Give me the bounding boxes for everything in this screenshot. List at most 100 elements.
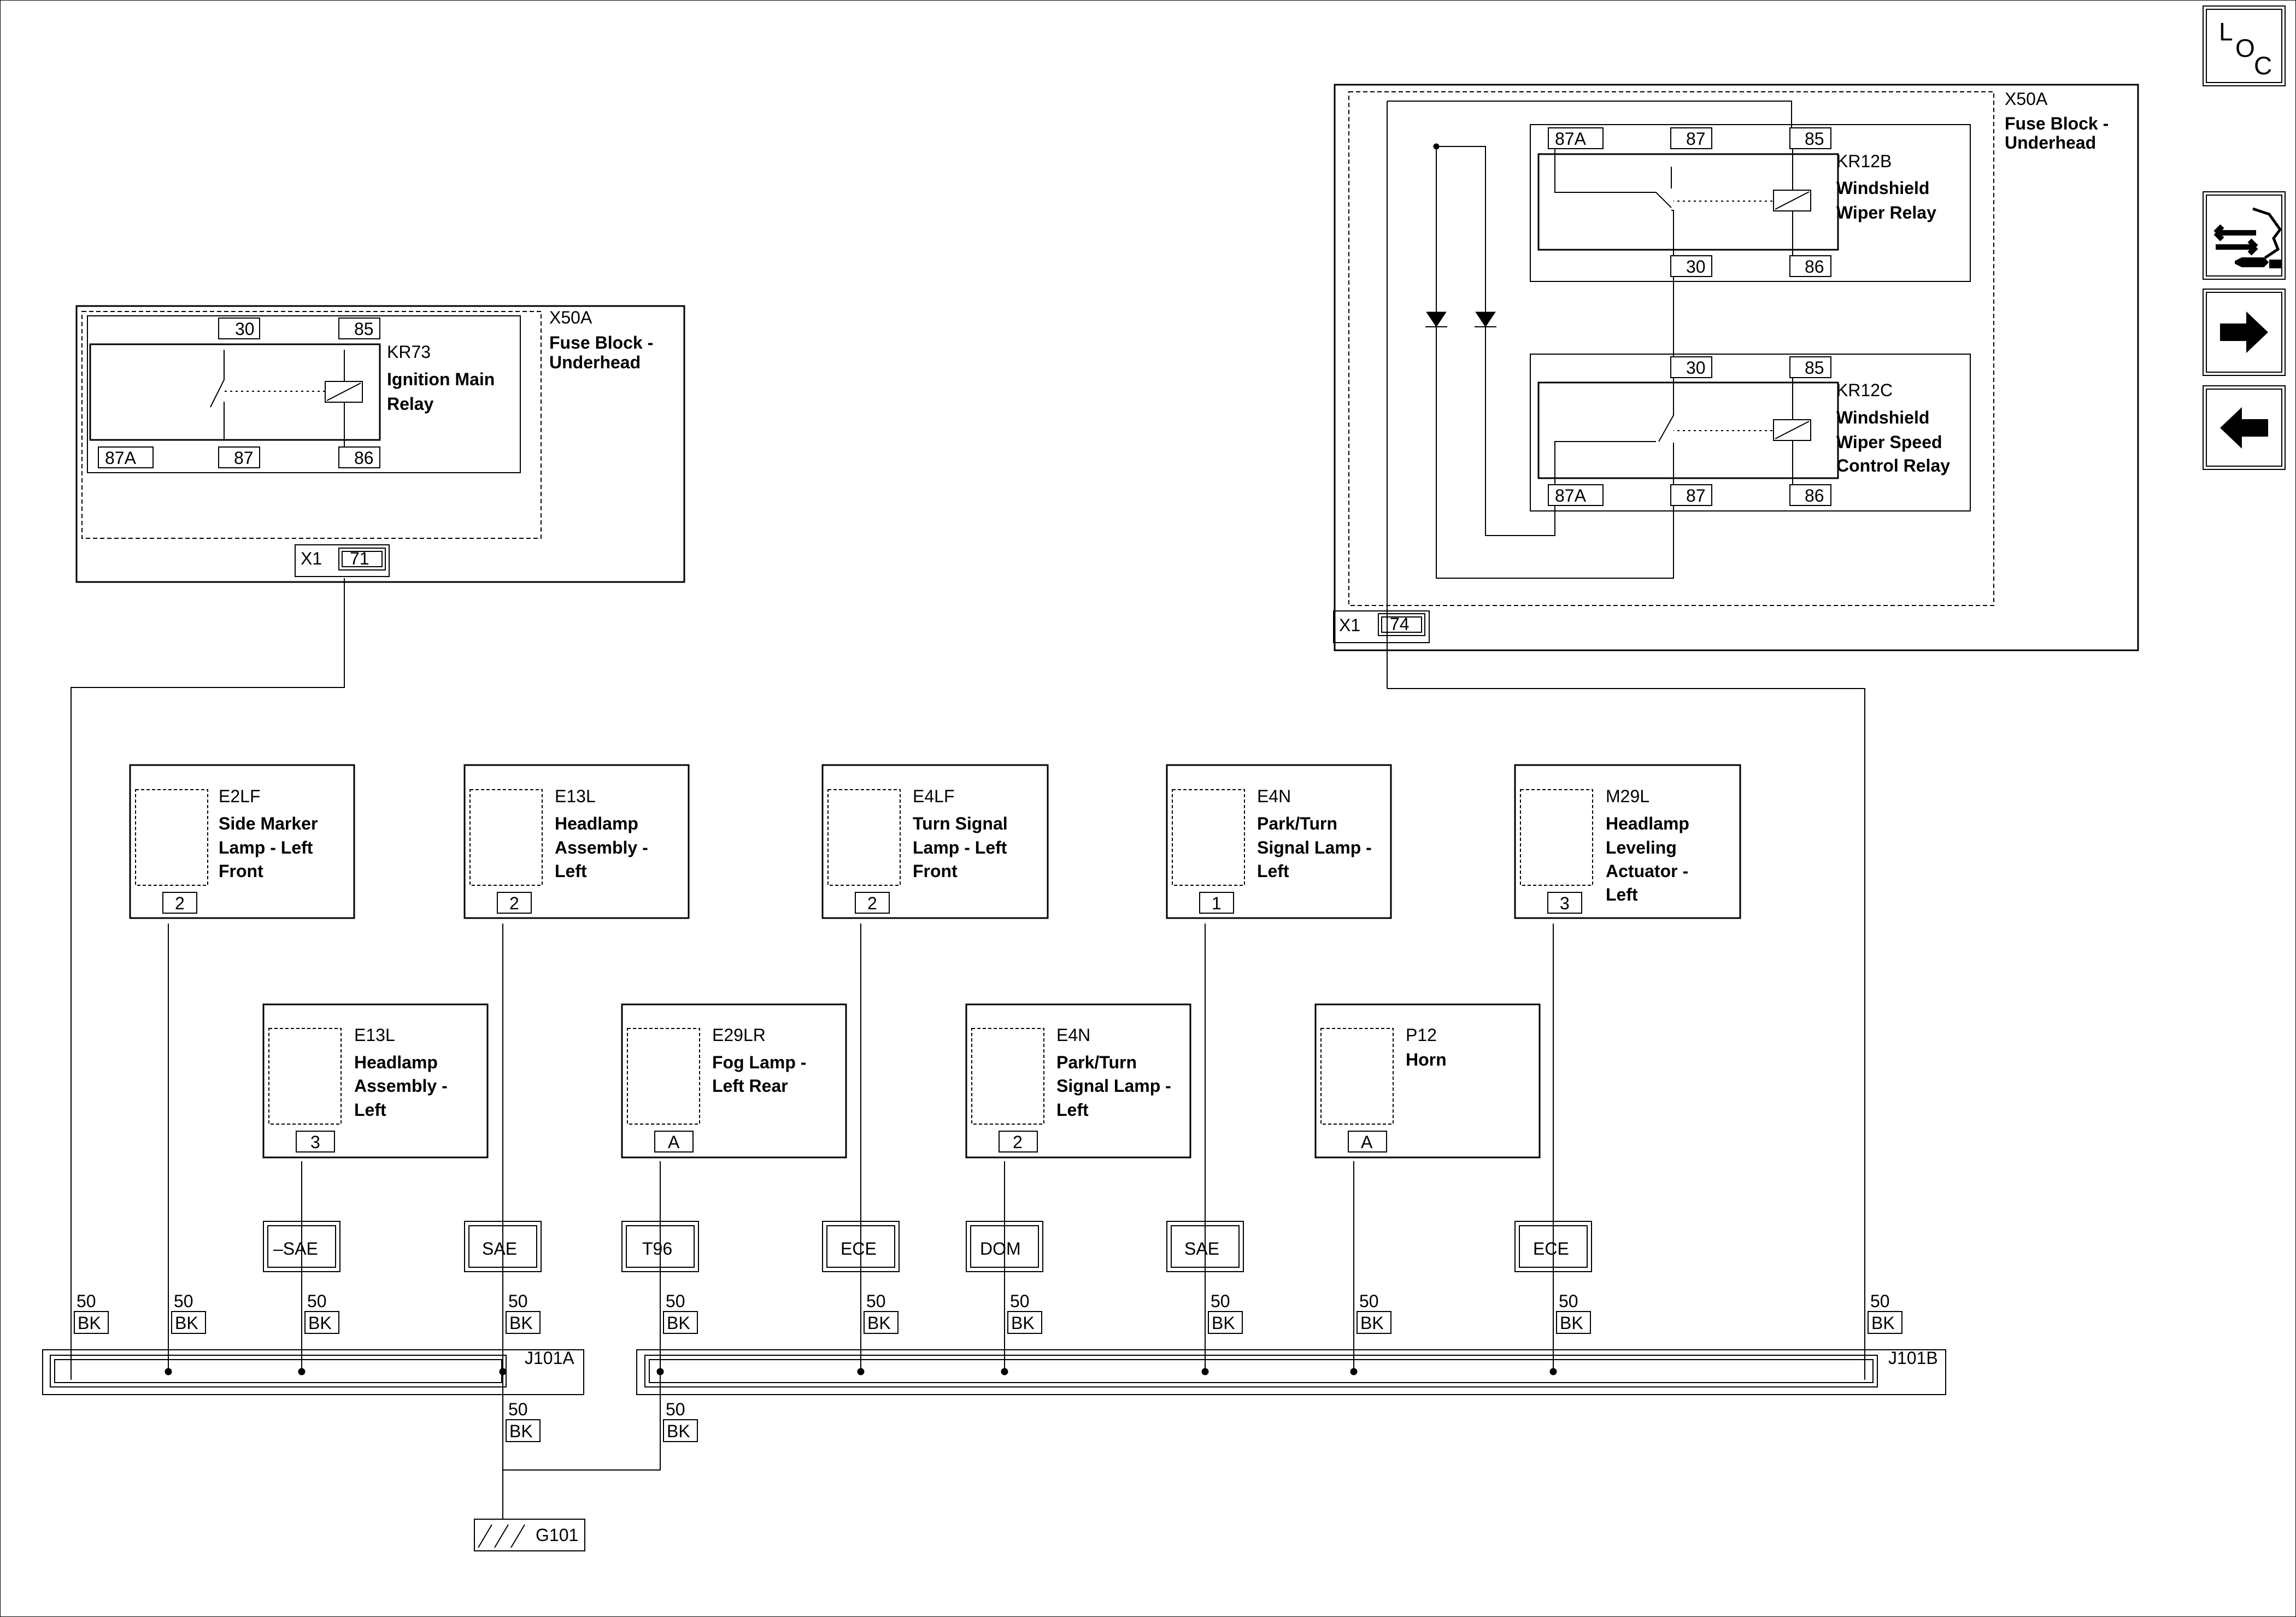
relay-kr12c-desc3: Control Relay bbox=[1836, 456, 1950, 475]
loc-icon: L O C bbox=[2219, 17, 2272, 80]
relay-kr73-box bbox=[87, 315, 521, 473]
svg-text:Fog Lamp -: Fog Lamp - bbox=[712, 1052, 806, 1072]
connector-x1-right: X1 74 bbox=[1333, 610, 1430, 643]
svg-text:BK: BK bbox=[78, 1313, 101, 1333]
svg-text:Headlamp: Headlamp bbox=[354, 1052, 438, 1072]
svg-text:O: O bbox=[2235, 34, 2255, 62]
svg-text:Actuator -: Actuator - bbox=[1606, 861, 1688, 881]
relay-kr73-body bbox=[89, 343, 381, 441]
svg-text:87: 87 bbox=[1686, 486, 1706, 505]
relay-kr12b-desc2: Wiper Relay bbox=[1836, 203, 1936, 222]
previous-page-button[interactable] bbox=[2203, 385, 2286, 470]
svg-text:2: 2 bbox=[1013, 1132, 1023, 1152]
component-e29lr: E29LR Fog Lamp - Left Rear A bbox=[621, 1003, 847, 1159]
option-box-sae-2: SAE bbox=[1166, 1221, 1244, 1272]
relay-kr73-switch bbox=[210, 350, 225, 440]
svg-text:50: 50 bbox=[508, 1400, 528, 1419]
svg-text:Park/Turn: Park/Turn bbox=[1056, 1052, 1137, 1072]
svg-text:74: 74 bbox=[1390, 614, 1410, 634]
svg-text:X1: X1 bbox=[1339, 615, 1360, 635]
svg-text:X1: X1 bbox=[301, 549, 322, 568]
svg-text:A: A bbox=[668, 1132, 680, 1152]
diode-1-icon bbox=[1426, 311, 1447, 327]
connector-x1-left: X1 71 bbox=[295, 544, 390, 577]
svg-text:Headlamp: Headlamp bbox=[555, 814, 638, 833]
svg-text:M29L: M29L bbox=[1606, 786, 1649, 806]
svg-text:E4N: E4N bbox=[1257, 786, 1291, 806]
fuse-block-left: X50A Fuse Block - Underhead KR73 Ignitio… bbox=[75, 305, 685, 583]
svg-text:BK: BK bbox=[1360, 1313, 1384, 1333]
relay-kr12b-name: KR12B bbox=[1836, 151, 1892, 171]
svg-text:50: 50 bbox=[508, 1291, 528, 1311]
svg-text:BK: BK bbox=[867, 1313, 891, 1333]
fuse-block-right: X50A Fuse Block - Underhead KR12B Windsh… bbox=[1333, 84, 2139, 651]
svg-text:BK: BK bbox=[308, 1313, 332, 1333]
relay-kr12c-pin-85: 85 bbox=[1789, 356, 1831, 378]
component-e4lf: E4LF Turn Signal Lamp - Left Front 2 bbox=[821, 764, 1049, 919]
svg-text:BK: BK bbox=[667, 1421, 690, 1441]
svg-text:87: 87 bbox=[234, 448, 254, 468]
option-box-ece-1: ECE bbox=[822, 1221, 900, 1272]
svg-text:Left: Left bbox=[1257, 861, 1289, 881]
svg-text:3: 3 bbox=[1560, 893, 1570, 913]
fuse-block-right-outline bbox=[1334, 84, 2139, 651]
main-wiring bbox=[71, 578, 1865, 1500]
svg-text:Headlamp: Headlamp bbox=[1606, 814, 1689, 833]
component-e2lf: E2LF Side Marker Lamp - Left Front 2 bbox=[129, 764, 355, 919]
svg-text:87: 87 bbox=[1686, 129, 1706, 149]
svg-text:50: 50 bbox=[1870, 1291, 1890, 1311]
svg-text:2: 2 bbox=[509, 893, 519, 913]
svg-text:Left: Left bbox=[555, 861, 587, 881]
diode-2-icon bbox=[1475, 311, 1496, 327]
svg-text:Turn Signal: Turn Signal bbox=[913, 814, 1008, 833]
next-page-button[interactable] bbox=[2203, 289, 2286, 376]
svg-text:J101B: J101B bbox=[1888, 1348, 1938, 1368]
svg-text:BK: BK bbox=[1560, 1313, 1583, 1333]
relay-kr12c-name: KR12C bbox=[1836, 380, 1893, 400]
relay-kr12b-pin-86: 86 bbox=[1789, 255, 1831, 277]
svg-text:Side Marker: Side Marker bbox=[219, 814, 318, 833]
svg-text:BK: BK bbox=[1011, 1313, 1035, 1333]
relay-kr73-pin-86: 86 bbox=[338, 446, 380, 468]
fuse-block-left-outline bbox=[75, 305, 685, 583]
component-p12: P12 Horn A bbox=[1314, 1003, 1541, 1159]
arrow-right-icon bbox=[2220, 311, 2268, 353]
svg-text:50: 50 bbox=[1559, 1291, 1578, 1311]
svg-text:Lamp - Left: Lamp - Left bbox=[913, 838, 1007, 857]
svg-text:85: 85 bbox=[354, 319, 374, 339]
svg-text:Front: Front bbox=[219, 861, 263, 881]
relay-kr12c-pin-87: 87 bbox=[1670, 484, 1712, 506]
svg-text:50: 50 bbox=[1359, 1291, 1379, 1311]
component-e4n-top: E4N Park/Turn Signal Lamp - Left 1 bbox=[1166, 764, 1392, 919]
svg-text:Signal Lamp -: Signal Lamp - bbox=[1056, 1076, 1171, 1096]
svg-text:50: 50 bbox=[1211, 1291, 1230, 1311]
relay-kr12c-pin-86: 86 bbox=[1789, 484, 1831, 506]
svg-text:BK: BK bbox=[667, 1313, 690, 1333]
svg-text:87A: 87A bbox=[1555, 129, 1587, 149]
relay-kr12c-body bbox=[1537, 381, 1839, 479]
option-box-sae-1: SAE bbox=[464, 1221, 542, 1272]
fuse-block-left-inner bbox=[81, 311, 542, 539]
relay-kr12c-desc2: Wiper Speed bbox=[1836, 432, 1942, 452]
svg-text:2: 2 bbox=[175, 893, 185, 913]
svg-text:3: 3 bbox=[310, 1132, 320, 1152]
fuse-block-right-desc1: Fuse Block - bbox=[2005, 114, 2109, 133]
relay-kr73-pin-87a: 87A bbox=[98, 446, 154, 468]
svg-text:A: A bbox=[1361, 1132, 1373, 1152]
svg-text:BK: BK bbox=[175, 1313, 198, 1333]
relay-kr73-desc2: Relay bbox=[387, 394, 434, 414]
svg-text:ECE: ECE bbox=[1533, 1239, 1569, 1259]
svg-text:C: C bbox=[2254, 51, 2272, 80]
fuse-block-left-desc2: Underhead bbox=[549, 352, 641, 372]
svg-text:30: 30 bbox=[235, 319, 255, 339]
loc-button[interactable]: L O C bbox=[2203, 5, 2286, 86]
ground-icon bbox=[478, 1524, 525, 1548]
relay-kr12b-pin-87a: 87A bbox=[1548, 127, 1604, 149]
connector-tool-button[interactable] bbox=[2203, 191, 2286, 280]
option-box-dom: DOM bbox=[966, 1221, 1043, 1272]
relay-kr73-pin-87: 87 bbox=[218, 446, 260, 468]
